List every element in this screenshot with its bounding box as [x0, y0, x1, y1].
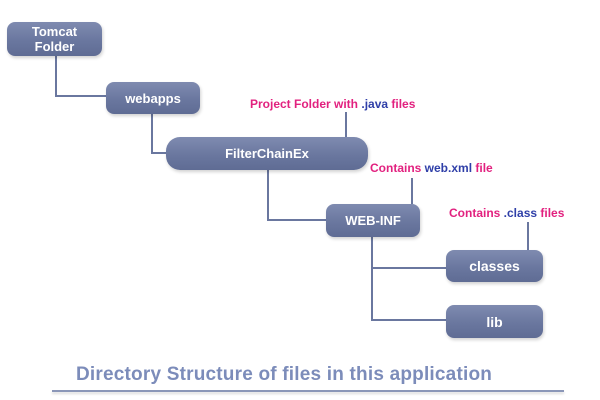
annotation-class-files-text1: Contains — [449, 206, 504, 220]
annotation-java-ext: .java — [361, 97, 389, 111]
node-tomcat-line1: Tomcat — [31, 24, 78, 39]
annotation-project-folder: Project Folder with .java files — [250, 97, 415, 111]
connector-webapps-filterchainex — [151, 114, 168, 154]
node-webapps: webapps — [106, 82, 200, 114]
annotation-class-files-text3: files — [537, 206, 565, 220]
node-tomcat-folder: Tomcat Folder — [7, 22, 102, 56]
node-tomcat-line2: Folder — [34, 39, 75, 54]
node-web-inf: WEB-INF — [326, 204, 420, 237]
annotation-web-xml-file: web.xml — [424, 161, 473, 175]
connector-filterchainex-webinf — [267, 170, 328, 221]
connector-webinf-lib — [371, 268, 448, 321]
node-filterchainex-label: FilterChainEx — [225, 146, 309, 161]
annotation-web-xml-text1: Contains — [370, 161, 425, 175]
node-webapps-label: webapps — [125, 90, 181, 106]
annotation-web-xml-text3: file — [472, 161, 493, 175]
node-lib: lib — [446, 305, 543, 338]
node-classes-label: classes — [469, 258, 520, 274]
caption-underline — [52, 390, 564, 392]
connector-webinf-classes — [371, 237, 448, 269]
diagram-caption: Directory Structure of files in this app… — [76, 364, 493, 385]
annotation-project-folder-text3: files — [388, 97, 416, 111]
annotation-class-files: Contains .class files — [449, 206, 564, 220]
node-lib-label: lib — [486, 313, 503, 330]
node-filterchainex: FilterChainEx — [166, 137, 368, 170]
annotation-web-xml: Contains web.xml file — [370, 161, 493, 175]
annotation-class-ext: .class — [503, 206, 538, 220]
node-classes: classes — [446, 250, 543, 282]
connector-tomcat-webapps — [55, 56, 106, 97]
annotation-project-folder-text1: Project Folder with — [250, 97, 362, 111]
node-web-inf-label: WEB-INF — [345, 213, 401, 228]
